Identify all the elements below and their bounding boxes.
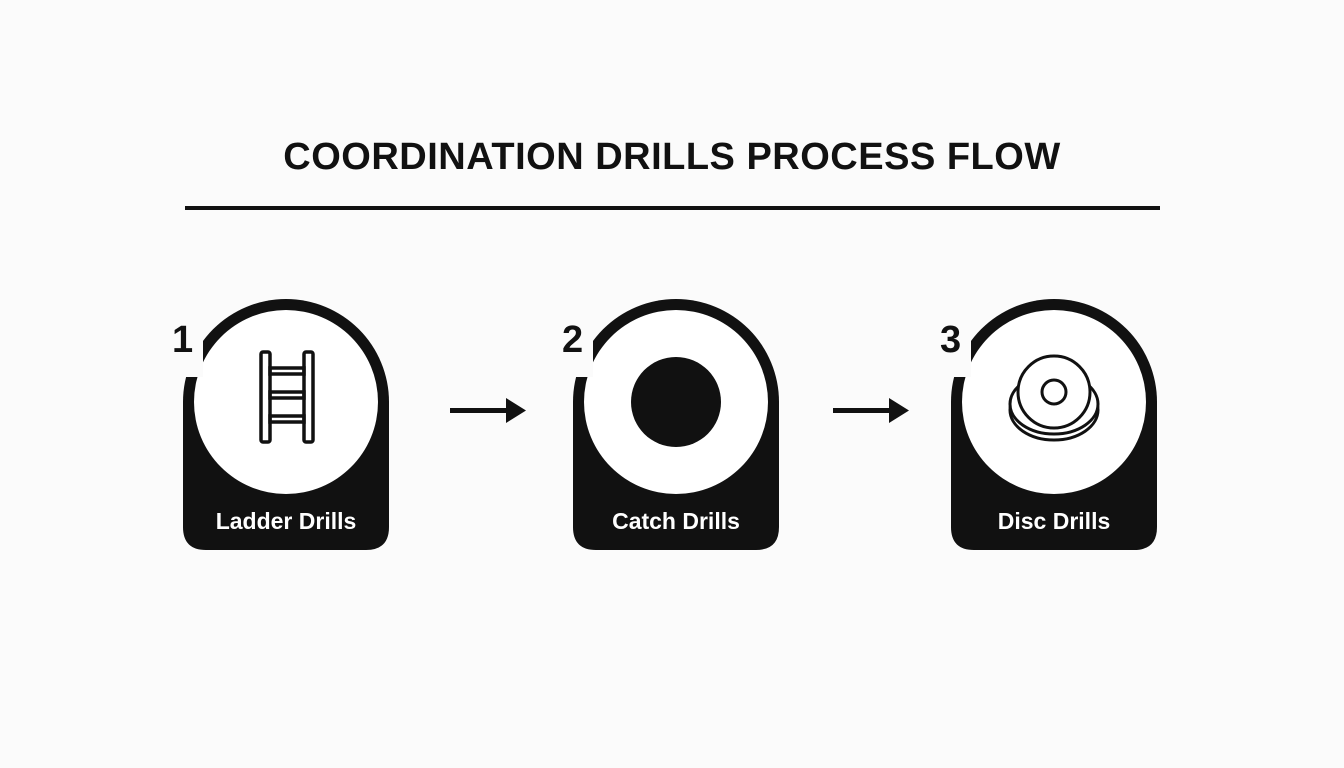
step-label: Catch Drills: [612, 508, 740, 534]
arrow-right-icon: [833, 398, 909, 423]
disc-icon: [1008, 354, 1100, 442]
step-label: Disc Drills: [997, 508, 1111, 534]
ladder-icon: [259, 350, 315, 444]
step-label: Ladder Drills: [215, 508, 357, 534]
step-number: 2: [562, 319, 584, 361]
step-card-shape: [163, 299, 389, 550]
step-number: 1: [172, 319, 194, 361]
diagram-title: COORDINATION DRILLS PROCESS FLOW: [283, 136, 1061, 178]
step-card-ladder-drills: 1 Ladder Drills: [163, 292, 389, 552]
step-number: 3: [940, 319, 962, 361]
title-divider: [185, 206, 1160, 210]
ball-icon: [631, 357, 721, 447]
step-card-disc-drills: 3 Disc Drills: [931, 292, 1157, 552]
step-card-catch-drills: 2 Catch Drills: [553, 292, 779, 552]
arrow-right-icon: [450, 398, 526, 423]
